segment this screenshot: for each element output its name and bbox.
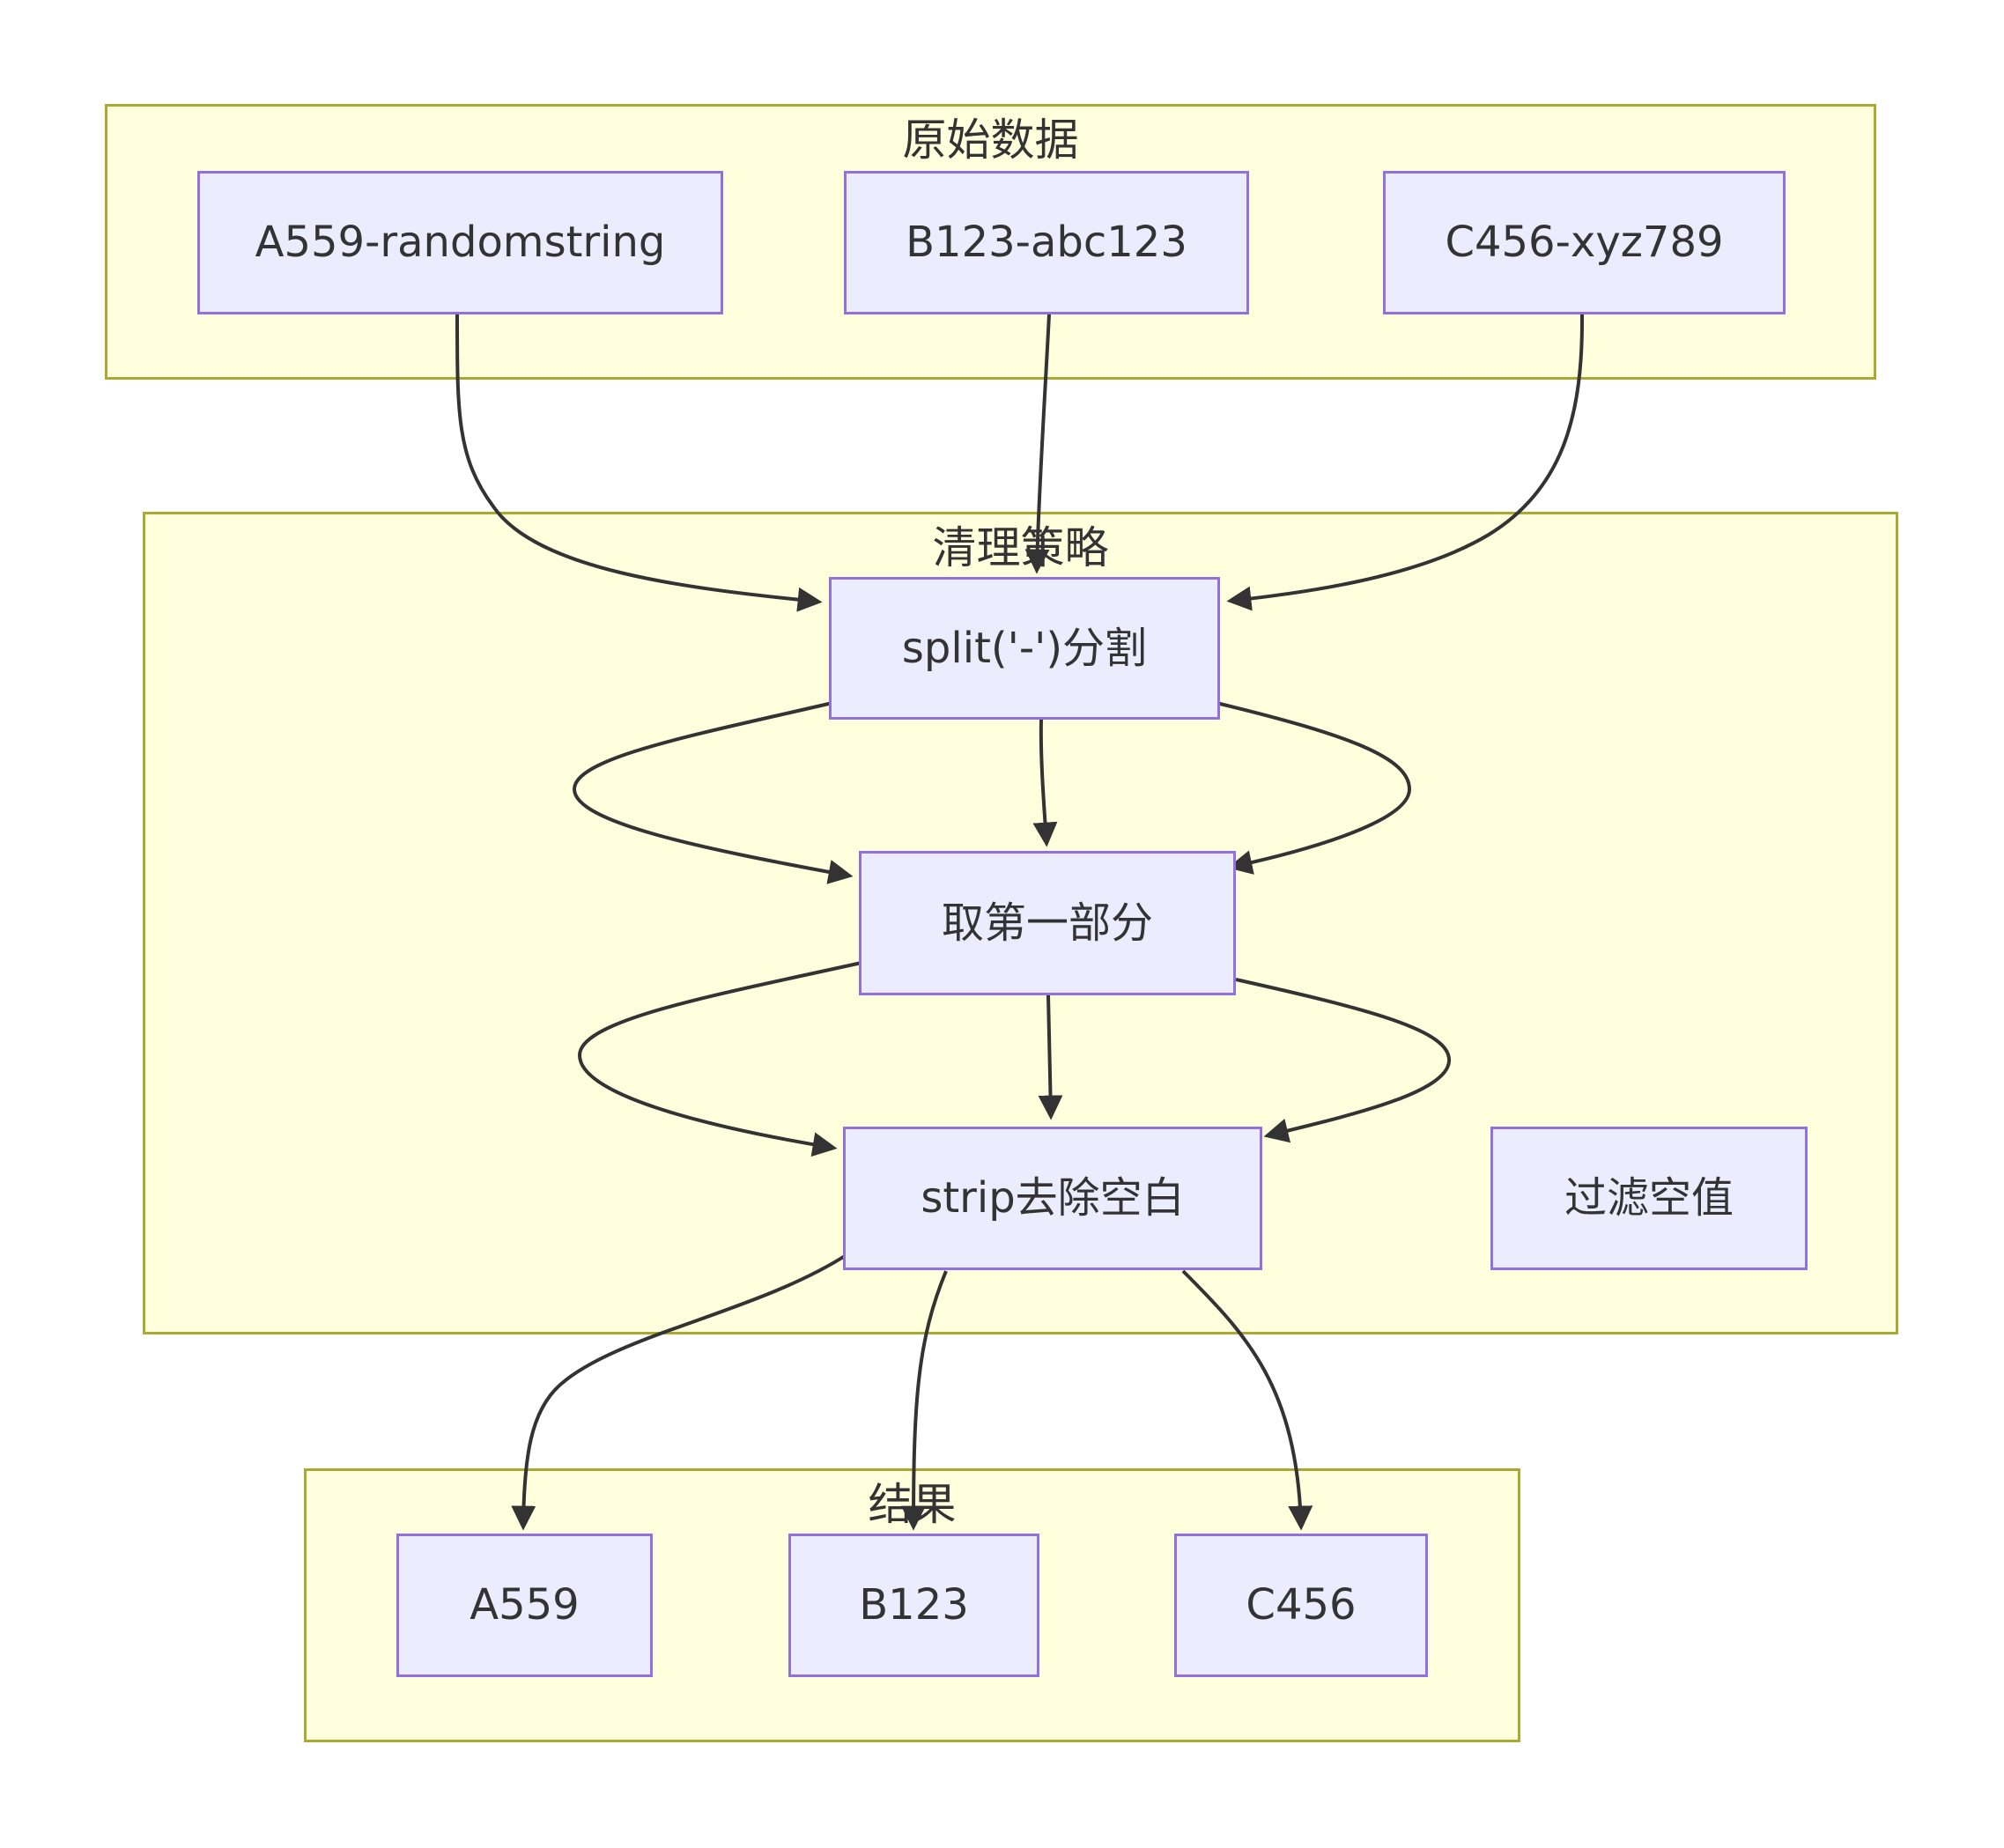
node-result-c456-label: C456 [1246,1580,1357,1630]
edge-b123raw-to-split [1024,314,1051,574]
node-result-a559: A559 [396,1534,653,1677]
node-take-first-part: 取第一部分 [859,851,1236,995]
edge-split-to-take-left [572,701,854,884]
edge-split-to-take-middle [1032,719,1058,847]
edge-a559raw-to-split [455,314,823,612]
node-result-b123: B123 [788,1534,1039,1677]
node-c456-xyz789: C456-xyz789 [1383,171,1786,314]
edge-split-to-take-right [1216,701,1412,875]
node-result-c456: C456 [1174,1534,1428,1677]
node-take-first-part-label: 取第一部分 [941,898,1153,948]
edge-strip-to-a559 [511,1253,849,1531]
node-result-a559-label: A559 [470,1580,580,1630]
node-split-label: split('-')分割 [901,623,1148,673]
group-raw-data-label: 原始数据 [902,115,1079,166]
node-b123-abc123-label: B123-abc123 [906,218,1187,268]
node-a559-randomstring-label: A559-randomstring [255,218,666,268]
node-c456-xyz789-label: C456-xyz789 [1445,218,1724,268]
edge-strip-to-b123 [901,1270,948,1531]
edge-take-to-strip-left [577,961,862,1157]
edge-take-to-strip-right [1235,978,1452,1143]
node-strip-whitespace: strip去除空白 [843,1127,1262,1270]
node-strip-whitespace-label: strip去除空白 [921,1173,1185,1223]
node-filter-empty-label: 过滤空值 [1564,1173,1734,1223]
edge-c456raw-to-split [1226,314,1585,611]
node-split: split('-')分割 [829,577,1220,720]
node-a559-randomstring: A559-randomstring [197,171,723,314]
node-result-b123-label: B123 [859,1580,969,1630]
node-filter-empty: 过滤空值 [1490,1127,1808,1270]
edge-take-to-strip-middle [1038,994,1063,1120]
node-b123-abc123: B123-abc123 [844,171,1249,314]
group-clean-strategy-label: 清理策略 [932,522,1109,573]
edge-strip-to-c456 [1181,1269,1313,1531]
